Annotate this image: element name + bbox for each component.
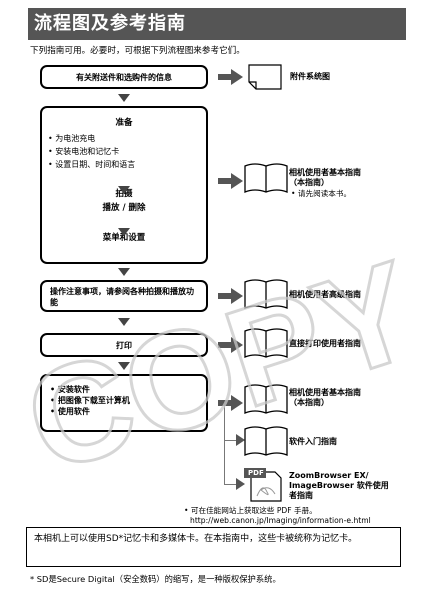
prepare-title: 准备 — [115, 118, 133, 128]
right-arrow-shaft — [218, 293, 232, 299]
down-arrow-icon — [118, 362, 130, 370]
guide-system-map: 附件系统图 — [290, 72, 330, 81]
footnote: * SD是Secure Digital（安全数码）的缩写，是一种版权保护系统。 — [30, 574, 281, 584]
book-icon — [244, 426, 288, 456]
right-arrow-icon — [231, 69, 243, 85]
down-arrow-icon — [118, 318, 130, 326]
down-arrow-icon — [118, 94, 130, 102]
guide-zoombrowser-line1: ZoomBrowser EX/ — [289, 471, 369, 480]
flow-advanced-label: 操作注意事项，请参阅各种拍摄和播放功能 — [50, 287, 194, 307]
guide-basic-2: 相机使用者基本指南 — [289, 388, 361, 397]
right-arrow-icon — [236, 478, 245, 490]
down-arrow-icon — [118, 228, 130, 236]
info-text: 本相机上可以使用SD*记忆卡和多媒体卡。在本指南中，这些卡被统称为记忆卡。 — [34, 534, 358, 544]
book-icon — [244, 384, 288, 414]
prepare-item: • 为电池充电 — [48, 134, 96, 143]
pdf-note: • 可在佳能网站上获取这些 PDF 手册。 — [184, 506, 317, 515]
guide-advanced: 相机使用者高级指南 — [289, 290, 361, 299]
pdf-url: http://web.canon.jp/Imaging/information-… — [190, 516, 371, 525]
document-page-icon — [248, 64, 282, 90]
guide-direct-print: 直接打印使用者指南 — [289, 339, 361, 348]
guide-zoombrowser-line3: 者指南 — [289, 491, 313, 500]
guide-basic-1-note: • 请先阅读本书。 — [291, 189, 352, 198]
right-arrow-shaft — [218, 178, 232, 184]
playback-label: 播放 / 删除 — [102, 203, 146, 213]
prepare-item: • 安装电池和记忆卡 — [48, 147, 120, 156]
right-arrow-icon — [231, 173, 243, 189]
flow-box-main: 准备 • 为电池充电 • 安装电池和记忆卡 • 设置日期、时间和语言 拍摄 播放… — [40, 106, 208, 264]
info-box: 本相机上可以使用SD*记忆卡和多媒体卡。在本指南中，这些卡被统称为记忆卡。 — [26, 527, 401, 567]
menus-label: 菜单和设置 — [102, 233, 146, 243]
guide-basic-2-sub: （本指南） — [289, 398, 329, 407]
prepare-item: • 设置日期、时间和语言 — [48, 160, 136, 169]
down-arrow-icon — [118, 186, 130, 194]
book-icon — [244, 163, 288, 193]
branch-line — [224, 484, 238, 485]
watermark-text: COPY — [8, 232, 432, 494]
software-item: • 把图像下载至计算机 — [50, 396, 130, 405]
right-arrow-icon — [231, 337, 243, 353]
right-arrow-icon — [231, 395, 243, 411]
flow-box-software: • 安装软件 • 把图像下载至计算机 • 使用软件 — [40, 374, 208, 432]
guide-basic-1-sub: （本指南） — [289, 178, 329, 187]
branch-line — [224, 406, 225, 484]
guide-zoombrowser-line2: ImageBrowser 软件使用 — [289, 481, 389, 490]
right-arrow-icon — [236, 434, 245, 446]
right-arrow-shaft — [218, 342, 232, 348]
right-arrow-shaft — [218, 74, 232, 80]
pdf-icon — [244, 468, 282, 502]
pdf-badge: PDF — [248, 469, 264, 477]
right-arrow-shaft — [218, 400, 232, 406]
software-item: • 使用软件 — [50, 407, 90, 416]
flow-box-print: 打印 — [40, 333, 208, 357]
software-item: • 安装软件 — [50, 385, 90, 394]
down-arrow-icon — [118, 268, 130, 276]
book-icon — [244, 279, 288, 309]
book-icon — [244, 328, 288, 358]
flow-print-label: 打印 — [116, 340, 132, 350]
flow-box-advanced: 操作注意事项，请参阅各种拍摄和播放功能 — [40, 280, 208, 312]
copy-watermark: COPY — [7, 232, 432, 494]
shoot-label: 拍摄 — [115, 189, 133, 199]
flow-box-accessories: 有关附送件和选购件的信息 — [40, 65, 208, 89]
flow-accessories-label: 有关附送件和选购件的信息 — [76, 72, 172, 82]
guide-software-intro: 软件入门指南 — [289, 437, 337, 446]
branch-line — [224, 440, 238, 441]
right-arrow-icon — [231, 288, 243, 304]
page-title: 流程图及参考指南 — [28, 8, 406, 40]
guide-basic-1: 相机使用者基本指南 — [289, 168, 361, 177]
intro-text: 下列指南可用。必要时，可根据下列流程图来参考它们。 — [30, 46, 245, 56]
